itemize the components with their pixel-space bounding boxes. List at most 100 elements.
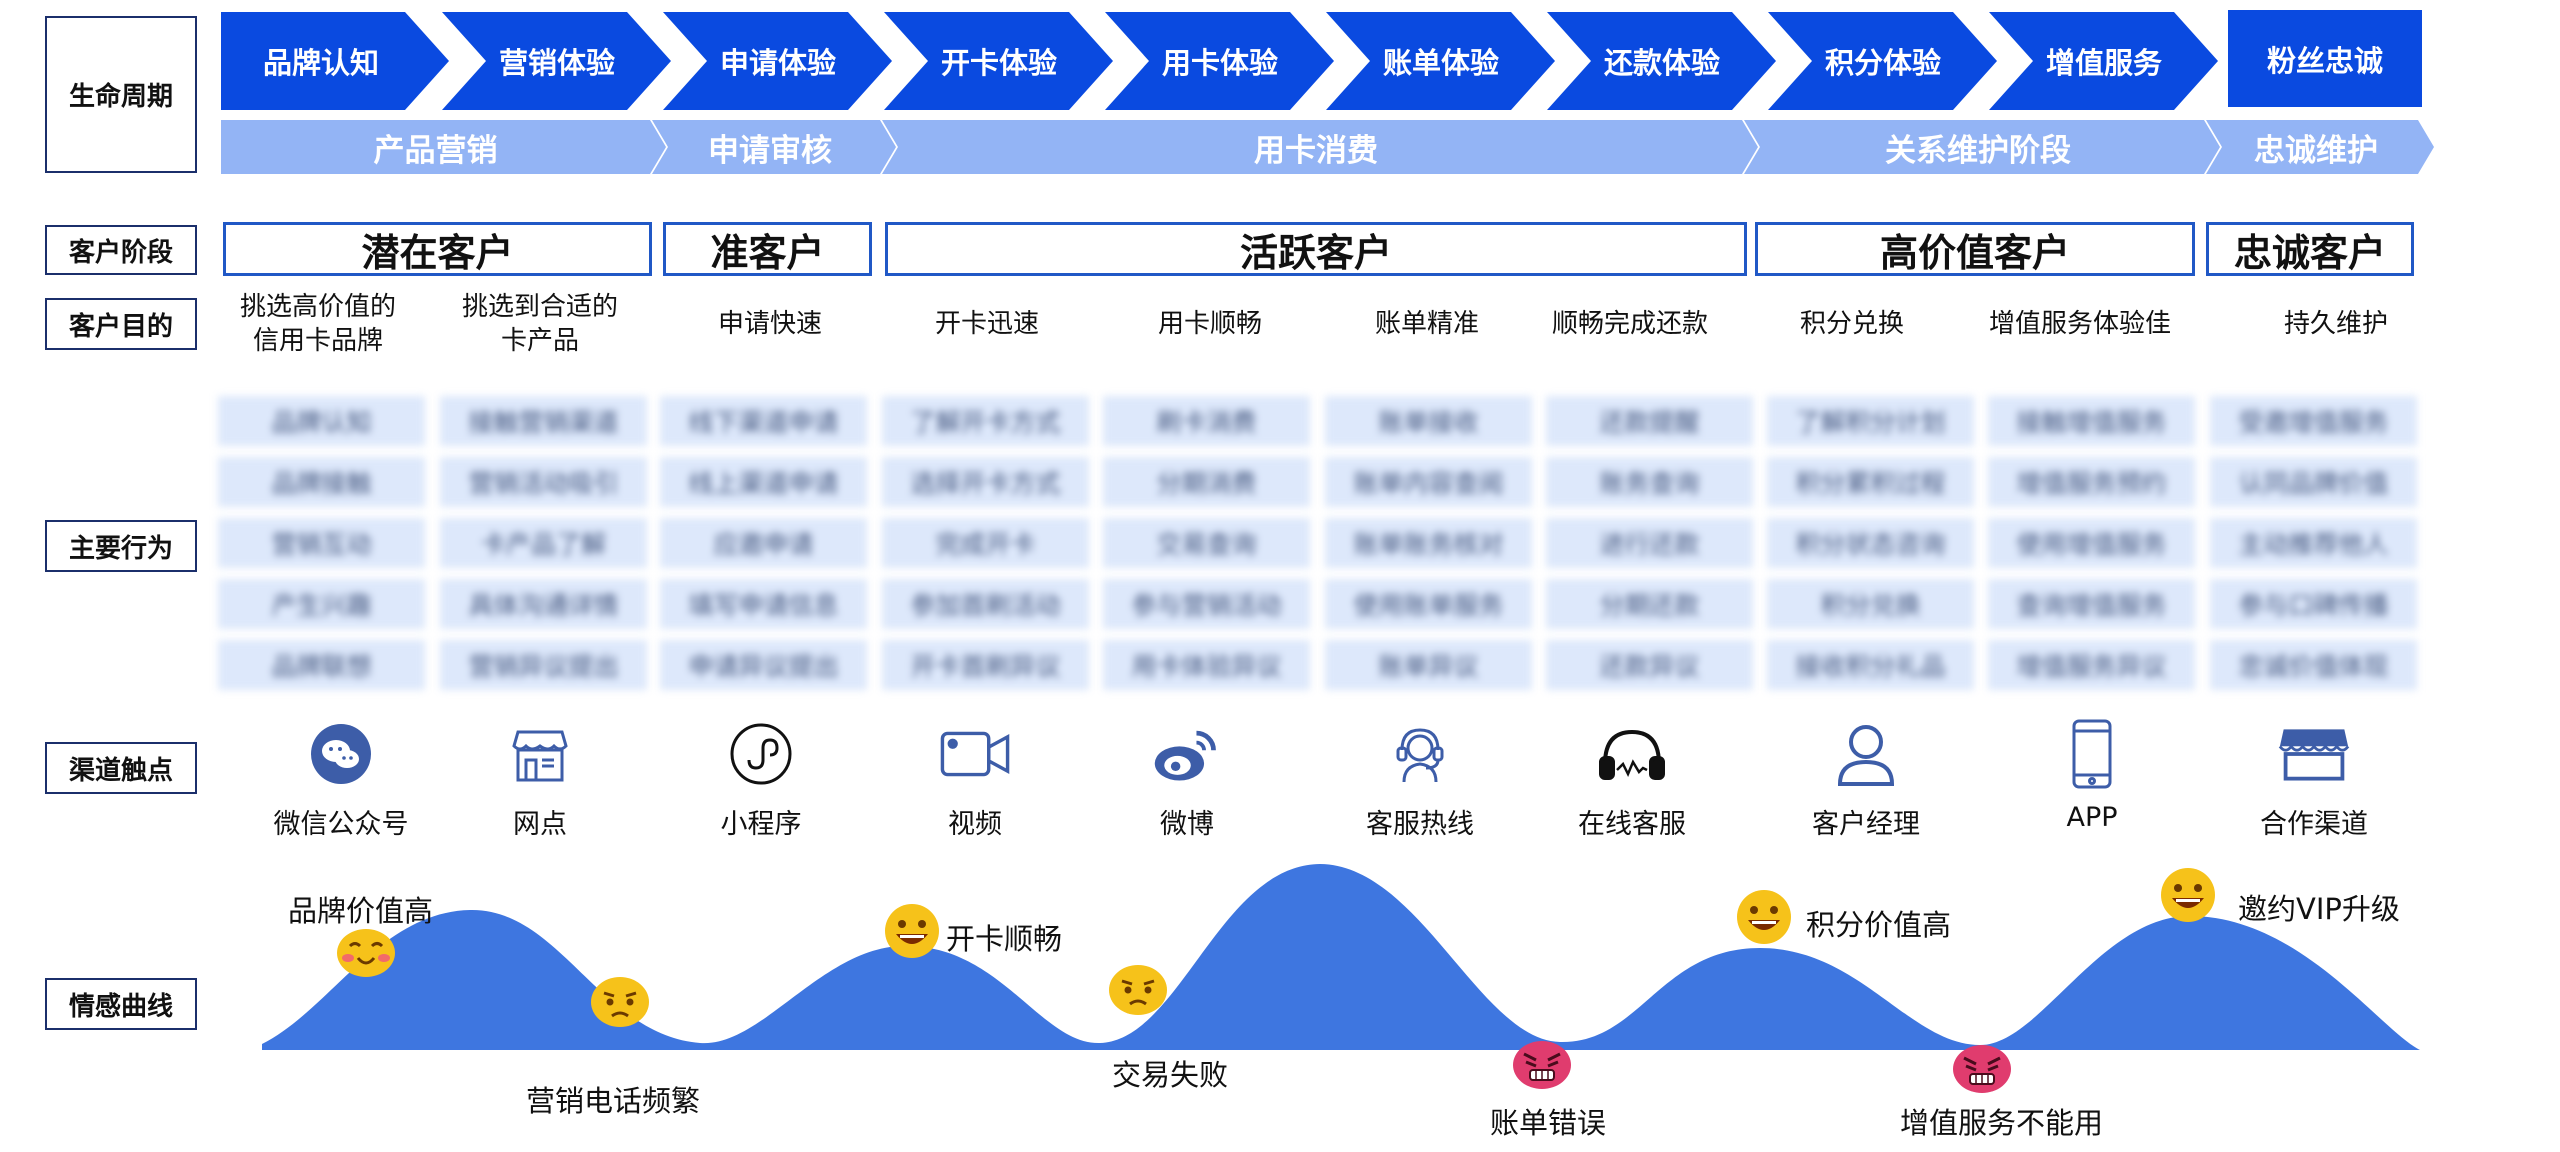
- happy-face-icon: [1737, 890, 1791, 944]
- emotion-wave: [262, 864, 2420, 1050]
- behavior-cell: 品牌联想: [218, 640, 425, 690]
- behavior-cell: 积分兑换: [1767, 579, 1974, 629]
- phase-arrow-2: [652, 120, 896, 174]
- behavior-cell: 营销互动: [218, 518, 425, 568]
- behavior-cell: 产生兴趣: [218, 579, 425, 629]
- channel-label: 微信公众号: [273, 809, 409, 840]
- channel-label: 小程序: [720, 809, 802, 840]
- behavior-cell: 增值服务异议: [1988, 640, 2195, 690]
- emotion-label-1: 品牌价值高: [288, 894, 434, 928]
- row-label-emotion: 情感曲线: [45, 978, 197, 1030]
- stage-6: 账单体验: [1382, 46, 1499, 80]
- behavior-column: 受邀增值服务认同品牌价值主动推荐他人参与口碑传播忠诚价值体现: [2210, 396, 2417, 701]
- stage-arrow-8: [1768, 12, 1997, 110]
- segment-potential: 潜在客户: [223, 222, 652, 276]
- video-camera-icon: [939, 718, 1011, 790]
- happy-face-icon: [337, 929, 395, 977]
- behavior-cell: 使用账单服务: [1325, 579, 1532, 629]
- sad-face-icon: [591, 977, 649, 1027]
- behavior-cell: 用卡体验异议: [1103, 640, 1310, 690]
- row-label-behavior: 主要行为: [45, 520, 197, 572]
- behavior-cell: 了解积分计划: [1767, 396, 1974, 446]
- stage-arrow-7: [1547, 12, 1776, 110]
- behavior-cell: 分期消费: [1103, 457, 1310, 507]
- behavior-cell: 账单账务核对: [1325, 518, 1532, 568]
- emotion-label-7: 增值服务不能用: [1900, 1106, 2104, 1140]
- channel-label: 视频: [948, 809, 1002, 840]
- goal-4: 开卡迅速: [934, 309, 1039, 339]
- stage-5: 用卡体验: [1161, 46, 1278, 80]
- behavior-cell: 开卡首刷异议: [882, 640, 1089, 690]
- behavior-cell: 填写申请信息: [660, 579, 867, 629]
- emotion-label-2: 营销电话频繁: [526, 1084, 701, 1118]
- goal-2: 挑选到合适的 卡产品: [461, 292, 618, 356]
- angry-face-icon: [1513, 1041, 1571, 1089]
- behavior-cell: 使用增值服务: [1988, 518, 2195, 568]
- weibo-icon: [1151, 718, 1223, 790]
- row-label-stage: 客户阶段: [45, 225, 197, 275]
- stage-arrow-2: [442, 12, 671, 110]
- behavior-column: 了解积分计划积分累积过程积分状态咨询积分兑换接收积分礼品: [1767, 396, 1974, 701]
- branch-store-icon: [504, 718, 576, 790]
- goal-5: 用卡顺畅: [1157, 309, 1262, 339]
- goal-3: 申请快速: [717, 309, 822, 339]
- goal-6: 账单精准: [1374, 309, 1479, 339]
- channel-label: 合作渠道: [2260, 809, 2368, 840]
- behavior-cell: 分期还款: [1546, 579, 1753, 629]
- behavior-column: 线下渠道申请线上渠道申请应邀申请填写申请信息申请异议提出: [660, 396, 867, 701]
- stage-7: 还款体验: [1603, 46, 1720, 80]
- behavior-cell: 账单接收: [1325, 396, 1532, 446]
- channel-label: 网点: [513, 809, 567, 840]
- goal-1: 挑选高价值的 信用卡品牌: [239, 292, 396, 356]
- emotion-label-4: 交易失败: [1112, 1058, 1229, 1092]
- phase-5: 忠诚维护: [2254, 132, 2378, 169]
- goal-10: 持久维护: [2283, 309, 2388, 339]
- stage-arrow-3: [663, 12, 892, 110]
- stage-arrow-9: [1989, 12, 2218, 110]
- behavior-cell: 账务查询: [1546, 457, 1753, 507]
- emotion-label-5: 账单错误: [1490, 1106, 1607, 1140]
- sad-face-icon: [1109, 965, 1167, 1015]
- phase-arrow-3: [882, 120, 1758, 174]
- behavior-cell: 认同品牌价值: [2210, 457, 2417, 507]
- emotion-label-6: 积分价值高: [1806, 908, 1952, 942]
- phase-4: 关系维护阶段: [1885, 132, 2071, 169]
- behavior-cell: 接触营销渠道: [440, 396, 647, 446]
- phase-1: 产品营销: [373, 132, 498, 169]
- behavior-cell: 品牌接触: [218, 457, 425, 507]
- phase-arrow-5: [2206, 120, 2434, 174]
- segment-active: 活跃客户: [885, 222, 1747, 276]
- channel-label: 客户经理: [1812, 809, 1920, 840]
- stage-10: 粉丝忠诚: [2266, 43, 2383, 78]
- segment-high-value: 高价值客户: [1755, 222, 2195, 276]
- wechat-icon: [305, 718, 377, 790]
- behavior-cell: 应邀申请: [660, 518, 867, 568]
- channel-label: 微博: [1160, 809, 1214, 840]
- behavior-cell: 接收积分礼品: [1767, 640, 1974, 690]
- happy-face-icon: [2161, 868, 2215, 922]
- row-label-goal: 客户目的: [45, 298, 197, 350]
- stage-arrow-5: [1105, 12, 1334, 110]
- emotion-label-3: 开卡顺畅: [946, 922, 1063, 956]
- behavior-cell: 接触增值服务: [1988, 396, 2195, 446]
- behavior-cell: 账单内容查阅: [1325, 457, 1532, 507]
- behavior-column: 接触增值服务增值服务预约使用增值服务查询增值服务增值服务异议: [1988, 396, 2195, 701]
- stage-arrow-6: [1326, 12, 1555, 110]
- stage-box-10: [2228, 10, 2422, 107]
- behavior-cell: 忠诚价值体现: [2210, 640, 2417, 690]
- headphones-icon: [1596, 718, 1668, 790]
- behavior-cell: 刷卡消费: [1103, 396, 1310, 446]
- behavior-column: 还款提醒账务查询进行还款分期还款还款异议: [1546, 396, 1753, 701]
- behavior-cell: 具体沟通详情: [440, 579, 647, 629]
- behavior-cell: 积分状态咨询: [1767, 518, 1974, 568]
- channel-hotline: 客服热线: [1320, 718, 1520, 841]
- behavior-cell: 线下渠道申请: [660, 396, 867, 446]
- phase-arrow-1: [221, 120, 666, 174]
- stage-3: 申请体验: [719, 46, 836, 80]
- behavior-cell: 卡产品了解: [440, 518, 647, 568]
- behavior-cell: 选择开卡方式: [882, 457, 1089, 507]
- channel-partner: 合作渠道: [2214, 718, 2414, 841]
- behavior-cell: 了解开卡方式: [882, 396, 1089, 446]
- hotline-headset-icon: [1384, 718, 1456, 790]
- storefront-icon: [2278, 718, 2350, 790]
